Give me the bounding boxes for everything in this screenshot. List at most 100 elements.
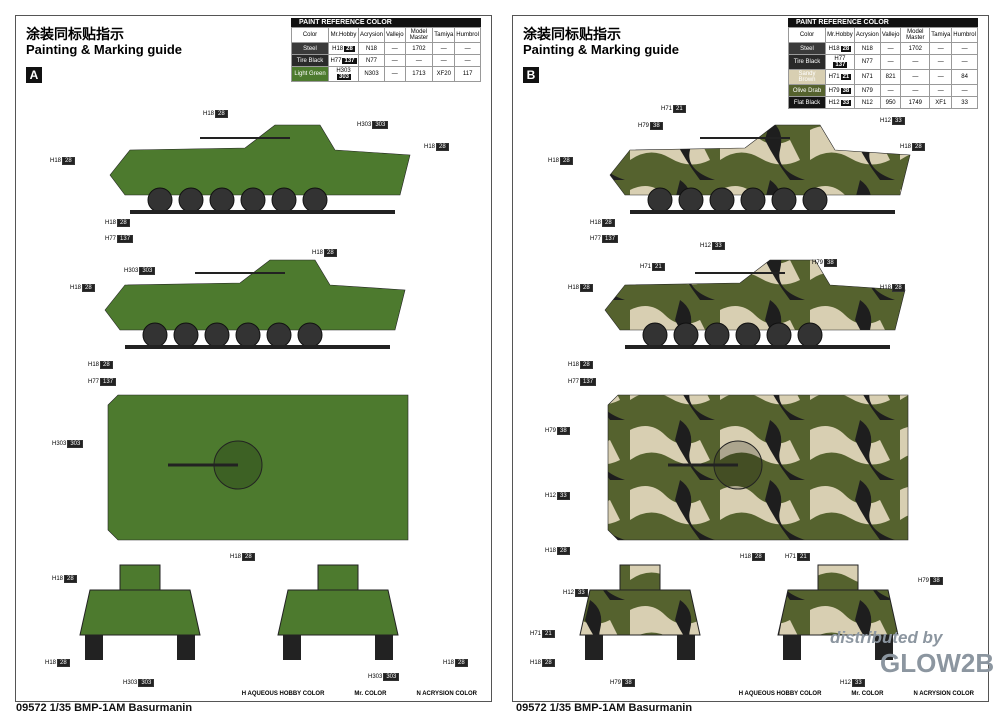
tank-front-view: [777, 564, 899, 660]
color-swatch: Sandy Brown: [788, 69, 826, 85]
callout-h-code: H12: [545, 493, 557, 499]
callout-h-code: H18: [88, 362, 100, 368]
color-swatch: Light Green: [291, 66, 329, 82]
tank-side-view: [109, 124, 411, 214]
callout-h-code: H18: [312, 250, 324, 256]
color-swatch: Steel: [788, 42, 826, 55]
callout-c-code: 21: [652, 263, 665, 271]
callout-h-code: H71: [661, 106, 673, 112]
callout-c-code: 303: [67, 440, 84, 448]
callout-c-code: 137: [100, 378, 117, 386]
callout-c-code: 21: [673, 105, 686, 113]
callout-h-code: H303: [123, 680, 138, 686]
callout-c-code: 38: [650, 122, 663, 130]
callout-c-code: 28: [64, 575, 77, 583]
column-header: Tamiya: [929, 27, 953, 43]
title-chinese: 涂装同标贴指示: [26, 26, 124, 42]
callout-h-code: H303: [52, 441, 67, 447]
tank-front-view: [277, 564, 399, 660]
h-code: H77: [330, 57, 342, 64]
callout-h-code: H18: [568, 362, 580, 368]
callout-c-code: 137: [580, 378, 597, 386]
c-code: 137: [342, 57, 357, 64]
callout-h-code: H71: [530, 631, 542, 637]
legend-item: N ACRYSION COLOR: [416, 691, 477, 697]
color-swatch: Tire Black: [291, 54, 329, 67]
callout-c-code: 33: [852, 679, 865, 687]
callout-c-code: 21: [797, 553, 810, 561]
callout-h-code: H18: [203, 111, 215, 117]
legend-item: N ACRYSION COLOR: [913, 691, 974, 697]
callout-h-code: H18: [45, 660, 57, 666]
callout-h-code: H18: [52, 576, 64, 582]
callout-h-code: H303: [368, 674, 383, 680]
tank-side-view: [604, 259, 906, 349]
legend-item: Mr. COLOR: [851, 691, 884, 697]
callout-h-code: H12: [563, 590, 575, 596]
callout-c-code: 28: [557, 547, 570, 555]
c-code: 21: [840, 74, 852, 80]
callout-h-code: H303: [357, 122, 372, 128]
c-code: 137: [833, 62, 848, 68]
footer-title-b: 09572 1/35 BMP-1AM Basurmanin: [516, 702, 693, 714]
callout-c-code: 28: [580, 361, 593, 369]
callout-c-code: 137: [117, 235, 134, 243]
callout-c-code: 38: [824, 259, 837, 267]
callout-h-code: H18: [50, 158, 62, 164]
legend-item: H AQUEOUS HOBBY COLOR: [241, 691, 325, 697]
callout-h-code: H79: [545, 428, 557, 434]
watermark-logo: GLOW2B: [880, 648, 995, 678]
color-swatch: Flat Black: [788, 96, 826, 109]
callout-h-code: H18: [70, 285, 82, 291]
humbrol-code: —: [454, 42, 481, 55]
tank-side-view: [609, 124, 911, 214]
callout-h-code: H303: [124, 268, 139, 274]
page-title: Painting & Marking guide: [26, 42, 183, 57]
callout-h-code: H12: [880, 118, 892, 124]
callout-c-code: 38: [930, 577, 943, 585]
callout-c-code: 303: [372, 121, 389, 129]
humbrol-code: 117: [454, 66, 481, 82]
callout-c-code: 28: [215, 110, 228, 118]
callout-h-code: H18: [443, 660, 455, 666]
callout-h-code: H18: [880, 285, 892, 291]
callout-h-code: H79: [812, 260, 824, 266]
callout-c-code: 303: [383, 673, 400, 681]
tamiya-code: XF20: [432, 66, 456, 82]
callout-h-code: H18: [548, 158, 560, 164]
column-header: Humbrol: [454, 27, 481, 43]
c-code: 33: [840, 99, 852, 106]
callout-h-code: H18: [545, 548, 557, 554]
h-code: H79: [828, 87, 840, 94]
callout-c-code: 28: [912, 143, 925, 151]
